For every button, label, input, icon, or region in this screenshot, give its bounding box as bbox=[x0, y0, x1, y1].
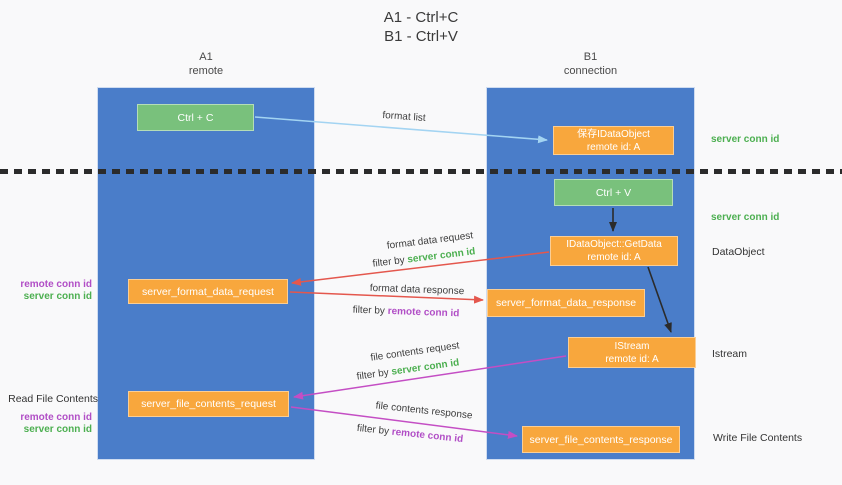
node-save-idataobject-line1: 保存IDataObject bbox=[577, 128, 650, 140]
side-label-server-conn-id-left-2: server conn id bbox=[23, 424, 92, 435]
node-getdata-line2: remote id: A bbox=[587, 252, 641, 263]
title-line-1: A1 - Ctrl+C bbox=[383, 9, 459, 26]
title-line-2: B1 - Ctrl+V bbox=[384, 28, 458, 45]
node-server-format-data-response: server_format_data_response bbox=[487, 289, 645, 317]
side-label-remote-conn-id-left-2: remote conn id bbox=[20, 412, 92, 423]
node-server-file-contents-response: server_file_contents_response bbox=[522, 426, 680, 453]
side-label-istream: Istream bbox=[712, 348, 748, 360]
column-b1-subtitle: connection bbox=[563, 65, 618, 77]
node-ctrl-c-label: Ctrl + C bbox=[177, 111, 214, 124]
column-header-a1: A1 remote bbox=[97, 50, 315, 78]
side-label-server-conn-id-top: server conn id bbox=[711, 134, 780, 145]
node-format-request-label: server_format_data_request bbox=[142, 285, 274, 298]
side-label-server-conn-id-left-1: server conn id bbox=[23, 291, 92, 302]
label-format-list: format list bbox=[381, 110, 427, 124]
column-a1-subtitle: remote bbox=[188, 65, 224, 77]
label-format-data-response: format data response bbox=[369, 282, 465, 298]
side-label-remote-conn-id-left-1: remote conn id bbox=[20, 279, 92, 290]
label-filter-by-remote-conn-id-1: filter by remote conn id bbox=[352, 305, 459, 320]
filter-by-text: filter by bbox=[356, 366, 393, 383]
dotted-separator bbox=[0, 169, 842, 174]
node-save-idataobject-line2: remote id: A bbox=[586, 141, 641, 153]
side-label-dataobject: DataObject bbox=[712, 246, 765, 258]
side-label-read-file-contents: Read File Contents bbox=[8, 393, 98, 405]
filter-by-text: filter by bbox=[356, 422, 393, 438]
node-format-response-label: server_format_data_response bbox=[495, 297, 637, 309]
node-istream: IStream remote id: A bbox=[568, 337, 696, 368]
node-idataobject-getdata: IDataObject::GetData remote id: A bbox=[550, 236, 678, 266]
side-label-server-conn-id-mid: server conn id bbox=[711, 212, 780, 223]
node-save-idataobject: 保存IDataObject remote id: A bbox=[553, 126, 674, 155]
diagram-title: A1 - Ctrl+C B1 - Ctrl+V bbox=[321, 8, 521, 46]
node-server-format-data-request: server_format_data_request bbox=[128, 279, 288, 304]
column-a1-name: A1 bbox=[199, 51, 213, 63]
server-conn-id-text: server conn id bbox=[406, 246, 476, 266]
node-ctrl-v: Ctrl + V bbox=[554, 179, 673, 206]
remote-conn-id-text: remote conn id bbox=[387, 305, 460, 320]
node-getdata-line1: IDataObject::GetData bbox=[566, 239, 662, 250]
column-header-b1: B1 connection bbox=[486, 50, 695, 78]
label-file-contents-response: file contents response bbox=[375, 400, 473, 422]
node-file-request-label: server_file_contents_request bbox=[141, 398, 276, 410]
filter-by-text: filter by bbox=[352, 304, 388, 317]
node-server-file-contents-request: server_file_contents_request bbox=[128, 391, 289, 417]
node-istream-line2: remote id: A bbox=[605, 353, 659, 365]
server-conn-id-text: server conn id bbox=[390, 357, 460, 378]
remote-conn-id-text: remote conn id bbox=[391, 426, 464, 446]
node-file-response-label: server_file_contents_response bbox=[529, 433, 673, 446]
column-b1-name: B1 bbox=[583, 51, 598, 63]
node-ctrl-c: Ctrl + C bbox=[137, 104, 254, 131]
side-label-write-file-contents: Write File Contents bbox=[713, 432, 803, 444]
label-filter-by-remote-conn-id-2: filter by remote conn id bbox=[356, 423, 463, 445]
filter-by-text: filter by bbox=[372, 254, 409, 270]
node-istream-line1: IStream bbox=[614, 340, 650, 352]
node-ctrl-v-label: Ctrl + V bbox=[595, 186, 632, 199]
